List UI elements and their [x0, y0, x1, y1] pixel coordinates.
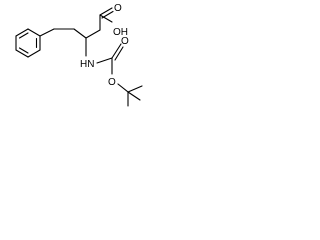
chain-bond [39, 28, 55, 37]
chain-bond [85, 29, 101, 39]
carbamate-ester-oxygen-label: O [108, 77, 116, 88]
tert-butyl-bond [117, 83, 129, 93]
ring-double-bond [18, 47, 29, 54]
chemical-structure-diagram: O OH HN O O [15, 3, 143, 107]
acid-carbonyl-bond [99, 7, 113, 16]
tert-butyl-methyl-bond [127, 85, 143, 93]
ring-bond [27, 28, 41, 37]
acid-oh-bond [99, 14, 113, 23]
chain-bond [73, 28, 87, 39]
ring-bond [15, 49, 29, 58]
amine-nh-label: HN [80, 59, 94, 70]
ring-bond [27, 49, 41, 58]
acid-carbonyl-oxygen-label: O [114, 3, 122, 14]
phenyl-ring [15, 28, 41, 58]
acid-hydroxyl-label: OH [113, 27, 128, 38]
ring-double-bond [18, 32, 29, 39]
carbamate-carbonyl-double-bond [114, 46, 124, 61]
carbamate-bond [96, 57, 113, 64]
carbamate-carbonyl-bond [111, 43, 122, 59]
carbamate-carbonyl-oxygen-label: O [121, 36, 129, 47]
ring-bond [15, 28, 29, 37]
tert-butyl-methyl-bond [127, 91, 141, 101]
